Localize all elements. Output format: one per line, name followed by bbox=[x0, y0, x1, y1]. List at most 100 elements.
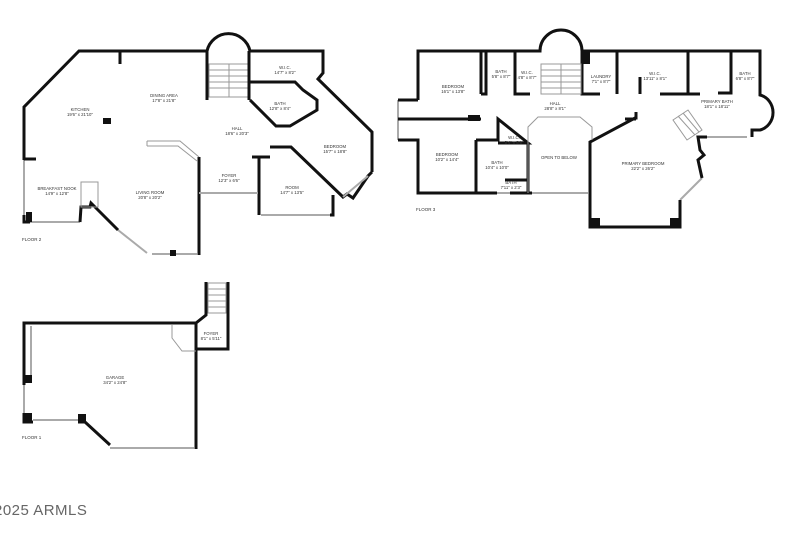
floor-2-pantry bbox=[80, 181, 99, 208]
floor-2-outer-wall bbox=[22, 32, 374, 172]
primary-fireplace bbox=[672, 109, 703, 141]
corner-post bbox=[591, 218, 600, 227]
svg-text:14'7" x 13'5": 14'7" x 13'5" bbox=[280, 190, 304, 195]
floor-2-nook-wall bbox=[22, 157, 120, 232]
wall-column bbox=[468, 115, 480, 121]
svg-text:BEDROOM: BEDROOM bbox=[436, 152, 459, 157]
floor-2-room-wall bbox=[257, 157, 335, 217]
floor-1-stairs bbox=[207, 282, 227, 314]
svg-text:13'11" x 8'1": 13'11" x 8'1" bbox=[643, 76, 667, 81]
floor-3-label: FLOOR 3 bbox=[416, 207, 436, 212]
svg-text:14'7" x 8'2": 14'7" x 8'2" bbox=[274, 70, 296, 75]
floor-2-bath-wall bbox=[248, 80, 319, 128]
garage-door bbox=[23, 326, 194, 449]
svg-text:BATH: BATH bbox=[491, 160, 502, 165]
svg-text:7'11" x 2'3": 7'11" x 2'3" bbox=[501, 185, 522, 190]
svg-text:15'7" x 18'8": 15'7" x 18'8" bbox=[323, 149, 347, 154]
wall-column bbox=[582, 51, 590, 64]
corner-post bbox=[24, 413, 32, 422]
svg-text:BREAKFAST NOOK: BREAKFAST NOOK bbox=[37, 186, 76, 191]
svg-text:HALL: HALL bbox=[232, 126, 243, 131]
svg-text:LIVING ROOM: LIVING ROOM bbox=[136, 190, 165, 195]
room-label-open-to-below: OPEN TO BELOW bbox=[541, 155, 578, 160]
svg-text:W.I.C.: W.I.C. bbox=[649, 71, 661, 76]
floor-2-label: FLOOR 2 bbox=[22, 237, 42, 242]
svg-text:28'8" x 8'1": 28'8" x 8'1" bbox=[544, 106, 566, 111]
corner-post bbox=[26, 212, 32, 222]
svg-text:17'8" x 21'8": 17'8" x 21'8" bbox=[152, 98, 176, 103]
svg-text:W.I.C.: W.I.C. bbox=[279, 65, 291, 70]
kitchen-island bbox=[146, 140, 200, 162]
svg-text:LAUNDRY: LAUNDRY bbox=[591, 74, 612, 79]
svg-text:BEDROOM: BEDROOM bbox=[324, 144, 347, 149]
svg-text:PRIMARY BEDROOM: PRIMARY BEDROOM bbox=[622, 161, 665, 166]
svg-text:12'3" x 6'6": 12'3" x 6'6" bbox=[218, 178, 240, 183]
corner-post bbox=[670, 218, 679, 227]
svg-text:5'8" x 8'7": 5'8" x 8'7" bbox=[492, 74, 511, 79]
open-to-below-outline bbox=[527, 116, 593, 193]
svg-text:12'8" x 8'4": 12'8" x 8'4" bbox=[269, 106, 291, 111]
floor-3-left-wall bbox=[398, 98, 532, 195]
floor-2-plan: FLOOR 2 W.I.C.14'7" x 8'2" DINING AREA17… bbox=[22, 32, 374, 256]
floor-1-label: FLOOR 1 bbox=[22, 435, 42, 440]
svg-text:KITCHEN: KITCHEN bbox=[71, 107, 90, 112]
corner-post bbox=[78, 414, 86, 422]
svg-text:BATH: BATH bbox=[495, 69, 506, 74]
svg-text:10'4" x 10'0": 10'4" x 10'0" bbox=[485, 165, 509, 170]
svg-text:34'2" x 24'8": 34'2" x 24'8" bbox=[103, 380, 127, 385]
svg-text:14'9" x 12'8": 14'9" x 12'8" bbox=[45, 191, 69, 196]
svg-text:FOYER: FOYER bbox=[204, 331, 219, 336]
svg-text:BATH: BATH bbox=[274, 101, 285, 106]
floor-3-stairs bbox=[540, 63, 582, 95]
room-label-wic: W.I.C.13'11" x 8'1" bbox=[643, 71, 667, 81]
foyer-bay bbox=[171, 325, 196, 352]
svg-text:PRIMARY BATH: PRIMARY BATH bbox=[701, 99, 733, 104]
corner-post bbox=[24, 375, 32, 383]
svg-text:ROOM: ROOM bbox=[285, 185, 299, 190]
floor-3-internal-walls bbox=[474, 51, 733, 193]
svg-text:5'4" x 5'8": 5'4" x 5'8" bbox=[505, 140, 524, 145]
svg-text:GARAGE: GARAGE bbox=[106, 375, 125, 380]
corner-post bbox=[170, 250, 176, 256]
svg-text:DINING AREA: DINING AREA bbox=[150, 93, 178, 98]
svg-text:16'1" x 13'8": 16'1" x 13'8" bbox=[441, 89, 465, 94]
room-label-wic: W.I.C.5'4" x 5'8" bbox=[505, 135, 524, 145]
svg-text:18'6" x 20'3": 18'6" x 20'3" bbox=[225, 131, 249, 136]
floor-1-foyer-wall bbox=[195, 282, 230, 351]
svg-text:6'8" x 8'7": 6'8" x 8'7" bbox=[736, 76, 755, 81]
svg-text:4'8" x 8'7": 4'8" x 8'7" bbox=[518, 75, 537, 80]
svg-text:18'1" x 18'11": 18'1" x 18'11" bbox=[704, 104, 730, 109]
floor-2-room-window bbox=[261, 175, 369, 216]
room-label-wic: W.I.C.4'8" x 8'7" bbox=[518, 70, 537, 80]
svg-text:HALL: HALL bbox=[550, 101, 561, 106]
svg-text:FOYER: FOYER bbox=[222, 173, 237, 178]
svg-text:22'2" x 26'2": 22'2" x 26'2" bbox=[631, 166, 655, 171]
floor-2-stairs bbox=[205, 51, 251, 100]
svg-text:19'6" x 21'10": 19'6" x 21'10" bbox=[67, 112, 93, 117]
kitchen-column bbox=[103, 118, 111, 124]
svg-text:BATH: BATH bbox=[739, 71, 750, 76]
svg-text:BATH: BATH bbox=[505, 180, 516, 185]
